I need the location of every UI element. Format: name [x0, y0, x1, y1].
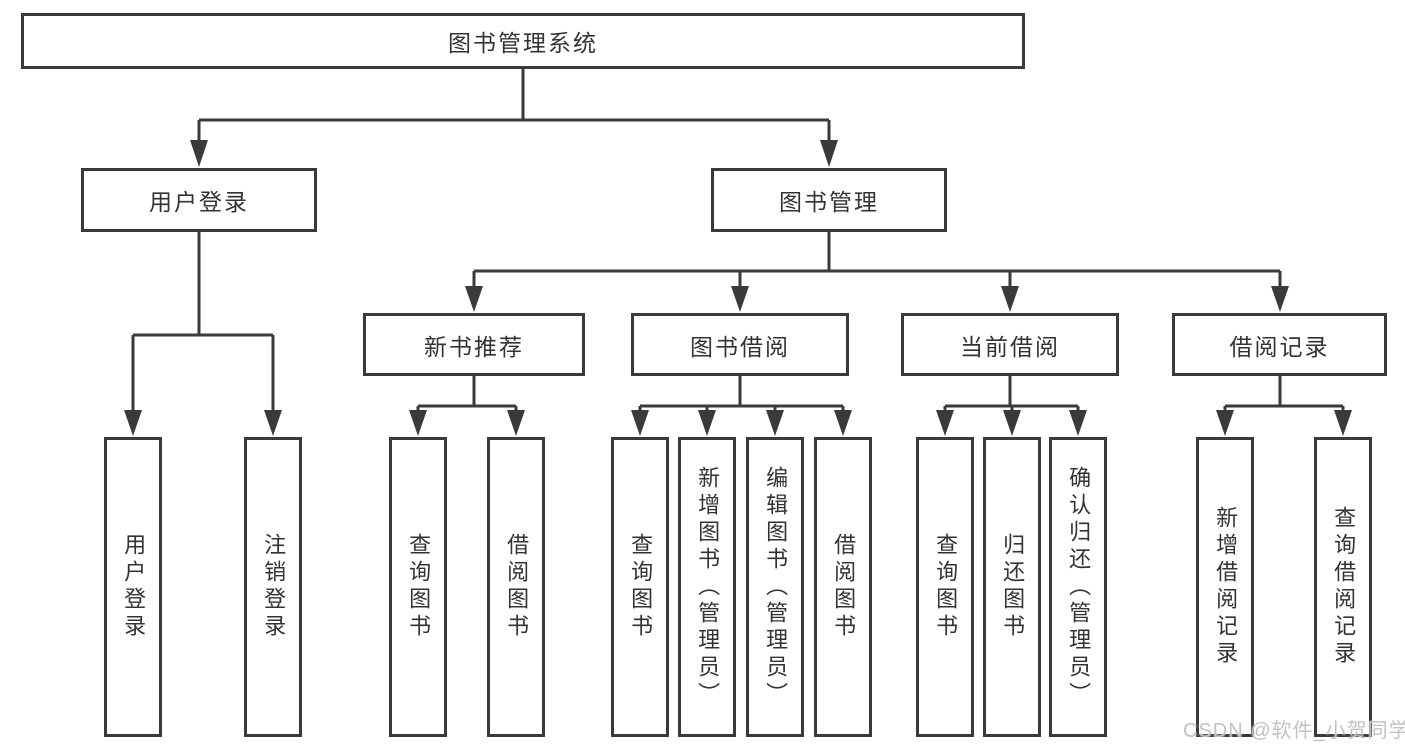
arrowhead-cu1 — [936, 410, 954, 436]
arrowhead-nb1 — [409, 410, 427, 436]
leaf-newbook-query-book: 查询图书 — [389, 437, 447, 737]
leaf-borrow-edit-book-admin-label: 编辑图书（管理员） — [763, 465, 789, 709]
arrowhead-new-book — [465, 286, 483, 312]
node-user-login: 用户登录 — [81, 168, 317, 232]
arrowhead-bw3 — [766, 410, 784, 436]
arrowhead-re2 — [1334, 410, 1352, 436]
arrowhead-re1 — [1216, 410, 1234, 436]
node-book-borrow-label: 图书借阅 — [690, 333, 790, 360]
node-root: 图书管理系统 — [21, 13, 1025, 69]
connector-records-to-leaves — [1216, 376, 1352, 436]
node-borrow-records: 借阅记录 — [1172, 313, 1387, 376]
leaf-logout: 注销登录 — [244, 437, 302, 737]
connector-new-book-to-leaves — [409, 376, 525, 436]
arrowhead-cu2 — [1003, 410, 1021, 436]
leaf-borrow-borrow-book: 借阅图书 — [814, 437, 872, 737]
leaf-borrow-borrow-book-label: 借阅图书 — [831, 533, 857, 641]
leaf-borrow-query-book-label: 查询图书 — [628, 533, 654, 641]
arrowhead-book-mgmt — [820, 140, 838, 167]
connector-borrow-to-leaves — [631, 376, 852, 436]
arrowhead-records — [1271, 286, 1289, 312]
node-user-login-label: 用户登录 — [149, 189, 249, 215]
node-book-borrow: 图书借阅 — [631, 313, 849, 376]
leaf-current-return-book: 归还图书 — [983, 437, 1041, 737]
leaf-borrow-add-book-admin-label: 新增图书（管理员） — [695, 465, 721, 709]
node-new-book-rec: 新书推荐 — [363, 313, 585, 376]
node-borrow-records-label: 借阅记录 — [1229, 333, 1330, 360]
arrowhead-bw2 — [698, 410, 716, 436]
arrowhead-bw4 — [834, 410, 852, 436]
leaf-current-query-book-label: 查询图书 — [933, 533, 959, 641]
connector-root-to-modules — [190, 69, 838, 167]
arrowhead-current — [1001, 286, 1019, 312]
leaf-borrow-query-book: 查询图书 — [611, 437, 669, 737]
node-new-book-rec-label: 新书推荐 — [424, 333, 524, 360]
leaf-user-login: 用户登录 — [104, 437, 162, 737]
connector-book-mgmt-to-submodules — [465, 232, 1289, 312]
leaf-records-query-record-label: 查询借阅记录 — [1331, 506, 1357, 668]
node-current-borrow: 当前借阅 — [901, 313, 1119, 376]
leaf-newbook-query-book-label: 查询图书 — [406, 533, 432, 641]
leaf-records-add-record-label: 新增借阅记录 — [1213, 506, 1239, 668]
node-current-borrow-label: 当前借阅 — [960, 333, 1060, 360]
leaf-logout-label: 注销登录 — [261, 533, 287, 641]
node-book-mgmt-label: 图书管理 — [779, 189, 879, 215]
leaf-current-confirm-return-admin: 确认归还（管理员） — [1049, 437, 1107, 737]
arrowhead-nb2 — [507, 410, 525, 436]
node-book-mgmt: 图书管理 — [711, 168, 947, 232]
leaf-newbook-borrow-book-label: 借阅图书 — [504, 533, 530, 641]
leaf-current-query-book: 查询图书 — [916, 437, 974, 737]
leaf-current-confirm-return-admin-label: 确认归还（管理员） — [1066, 465, 1092, 709]
leaf-newbook-borrow-book: 借阅图书 — [487, 437, 545, 737]
arrowhead-borrow — [731, 286, 749, 312]
leaf-borrow-add-book-admin: 新增图书（管理员） — [678, 437, 736, 737]
csdn-watermark: CSDN @软件_小贺同学 — [1183, 720, 1405, 742]
arrowhead-leaf-logout — [264, 410, 282, 436]
leaf-records-query-record: 查询借阅记录 — [1314, 437, 1372, 737]
leaf-current-return-book-label: 归还图书 — [1000, 533, 1026, 641]
connector-current-to-leaves — [936, 376, 1087, 436]
arrowhead-user-login — [190, 140, 208, 167]
arrowhead-cu3 — [1069, 410, 1087, 436]
connector-user-login-to-leaves — [124, 232, 282, 436]
arrowhead-leaf-login — [124, 410, 142, 436]
leaf-borrow-edit-book-admin: 编辑图书（管理员） — [746, 437, 804, 737]
leaf-records-add-record: 新增借阅记录 — [1196, 437, 1254, 737]
leaf-user-login-label: 用户登录 — [121, 533, 147, 641]
node-root-label: 图书管理系统 — [448, 30, 598, 56]
arrowhead-bw1 — [631, 410, 649, 436]
